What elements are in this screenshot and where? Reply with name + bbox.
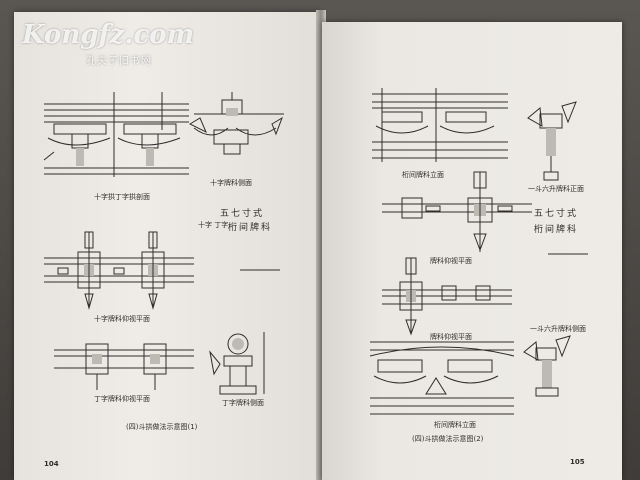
- section-title-line1: 五七寸式: [220, 209, 265, 219]
- drawing-elevation-bottom: [369, 341, 515, 415]
- drawing-side-bottom: [523, 335, 571, 397]
- caption-fig-b: 一斗六升牌科正面: [528, 185, 584, 193]
- caption-fig-a: 十字拱丁字拱剖面: [94, 193, 150, 201]
- bracket-drawings-left: [43, 92, 284, 395]
- drawing-plan-middle: [382, 171, 532, 252]
- watermark-subtext: 孔夫子旧书网: [86, 56, 152, 67]
- figure-caption: (四)斗拱做法示意图(1): [126, 423, 198, 431]
- caption-fig-c: 牌科仰视平面: [430, 257, 472, 265]
- drawing-plan-lower: [382, 257, 512, 336]
- book-gutter: [316, 10, 326, 480]
- figure-caption: (四)斗拱做法示意图(2): [412, 435, 484, 443]
- page-number: 105: [570, 458, 585, 466]
- drawing-side-view-t: [209, 332, 265, 395]
- page-number: 104: [44, 460, 59, 468]
- drawing-side-view: [188, 92, 284, 155]
- caption-fig-e: 丁字牌科侧面: [222, 399, 264, 407]
- section-title-line2: 桁间牌科: [534, 225, 579, 235]
- caption-fig-d: 丁字牌科仰视平面: [94, 395, 150, 403]
- book-page-right: 桁间牌科立面 一斗六升牌科正面 五七寸式 桁间牌科 牌科仰视平面 牌科仰视平面 …: [322, 22, 622, 480]
- caption-fig-b: 十字牌科侧面: [210, 179, 252, 187]
- book-page-left: 十字拱丁字拱剖面 十字牌科侧面 五七寸式 十字 丁字 桁间牌科 十字牌科仰视平面…: [14, 12, 320, 480]
- drawing-elevation-section: [43, 92, 189, 177]
- drawing-plan-t: [54, 343, 194, 390]
- drawing-plan-cross: [44, 231, 194, 310]
- bracket-drawings-right: [369, 88, 588, 415]
- caption-fig-f: 桁间牌科立面: [434, 421, 476, 429]
- caption-fig-a: 桁间牌科立面: [402, 171, 444, 179]
- section-title-line2: 十字 丁字: [198, 221, 229, 229]
- caption-fig-d: 牌科仰视平面: [430, 333, 472, 341]
- section-title-line3: 桁间牌科: [228, 223, 273, 233]
- drawing-side-top: [527, 101, 577, 181]
- drawing-elevation-top: [372, 88, 508, 162]
- section-title-line1: 五七寸式: [534, 209, 579, 219]
- watermark-logo: Kongfz.com: [22, 20, 195, 50]
- caption-fig-c: 十字牌科仰视平面: [94, 315, 150, 323]
- caption-fig-e: 一斗六升牌科侧面: [530, 325, 586, 333]
